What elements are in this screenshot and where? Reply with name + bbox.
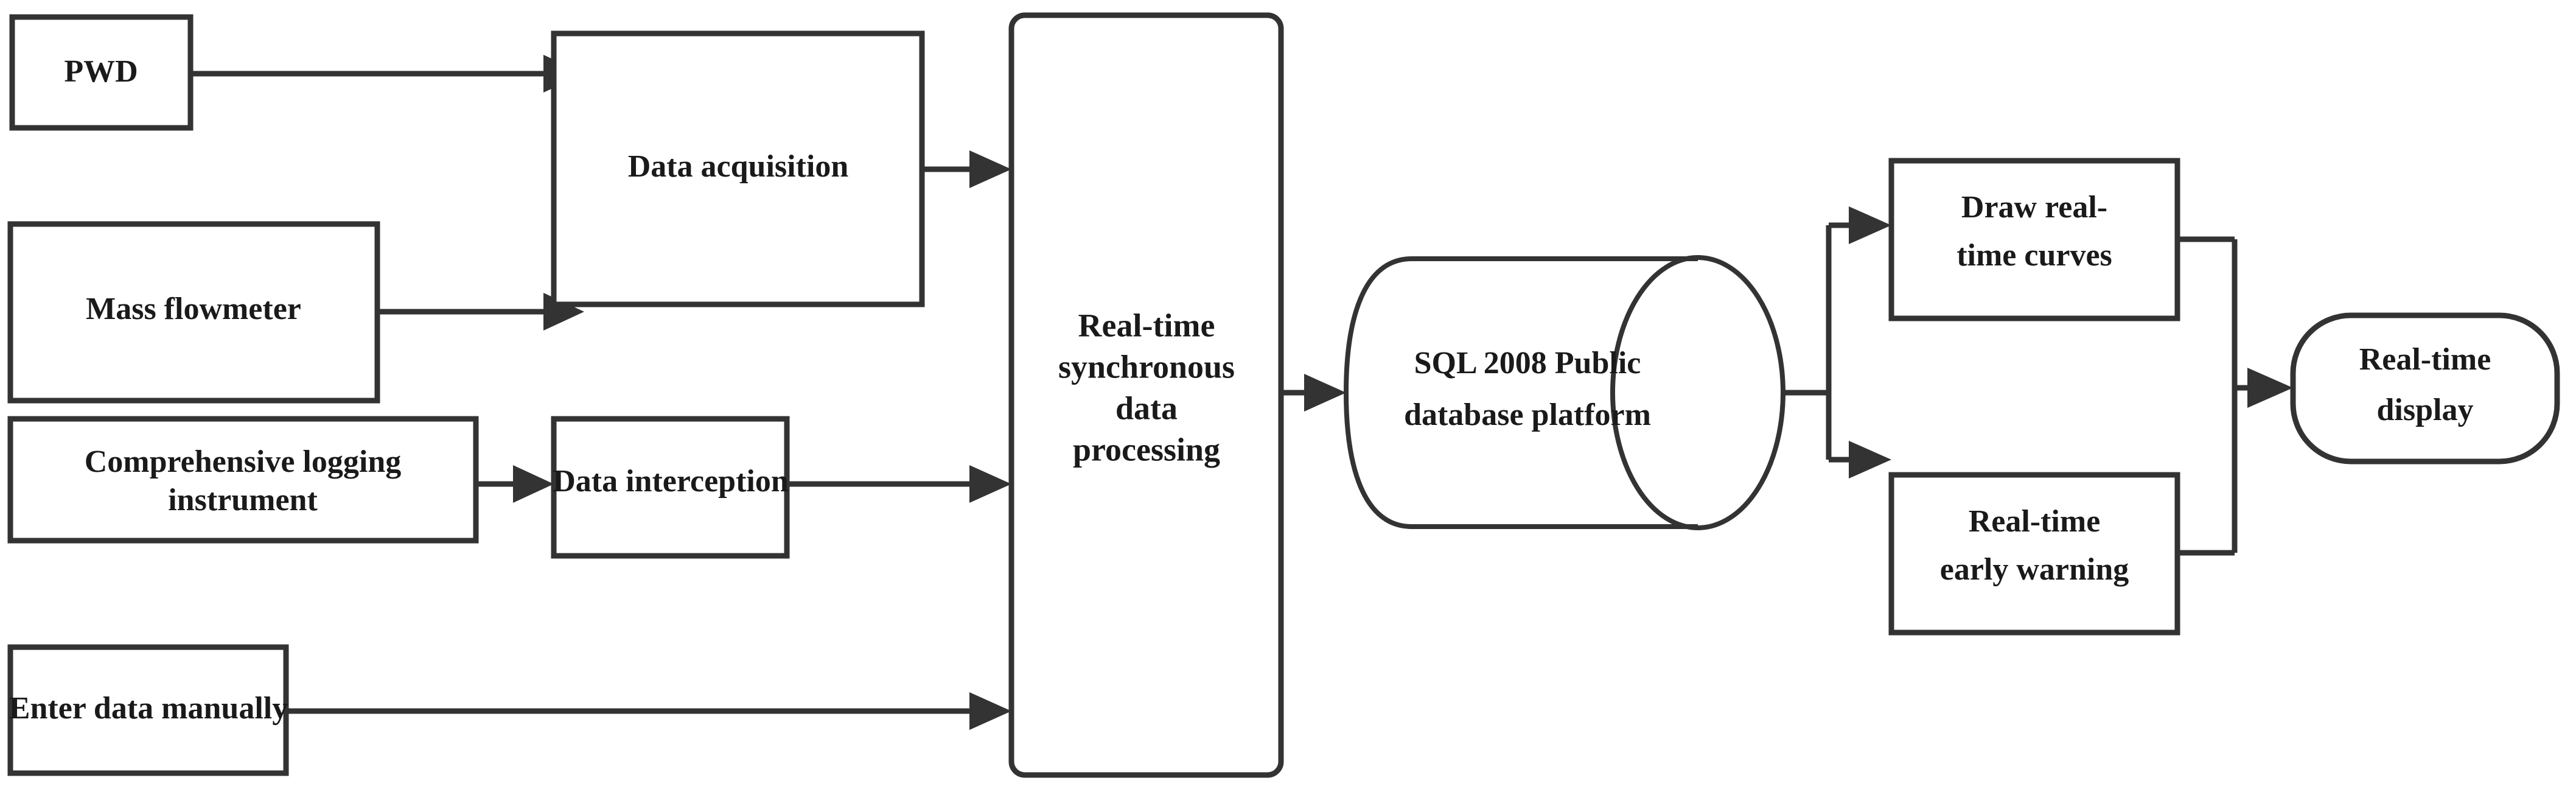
node-early-warning-label-line2: early warning [1940,552,2129,587]
node-sql-database-label-line1: SQL 2008 Public [1414,346,1641,380]
node-draw-curves-label-line2: time curves [1956,238,2112,273]
node-realtime-early-warning[interactable]: Real-time early warning [1888,472,2180,636]
edge-merge-to-realtime-display [2232,239,2293,553]
node-sync-processing-label-line1: Real-time [1078,307,1215,343]
node-realtime-sync-processing[interactable]: Real-time synchronous data processing [1008,12,1284,778]
edge-data-acquisition-to-sync-processing [922,150,1011,188]
node-data-interception-label: Data interception [553,464,789,499]
edge-logging-instrument-to-data-interception [476,465,554,503]
edge-enter-data-manually-to-sync-processing [286,692,1011,730]
node-realtime-display-label-line1: Real-time [2359,342,2491,377]
node-sql-database[interactable]: SQL 2008 Public database platform [1343,255,1785,530]
node-pwd-label: PWD [64,54,138,89]
node-sync-processing-label-line3: data [1115,390,1178,426]
node-sql-database-label-line2: database platform [1404,398,1651,432]
node-logging-instrument-label-line2: instrument [168,483,318,517]
node-sync-processing-label-line2: synchronous [1058,348,1235,385]
node-mass-flowmeter-label: Mass flowmeter [86,292,301,326]
edge-split-to-draw-realtime-curves [1829,206,1891,244]
node-layer: PWD Mass flowmeter Comprehensive logging… [7,12,2560,778]
node-data-acquisition[interactable]: Data acquisition [551,30,925,307]
edge-sync-processing-to-sql-database [1281,374,1346,412]
node-early-warning-label-line1: Real-time [1969,504,2101,539]
edge-data-interception-to-sync-processing [787,465,1011,503]
node-draw-realtime-curves[interactable]: Draw real- time curves [1888,158,2180,321]
node-pwd[interactable]: PWD [9,14,194,131]
edge-pwd-to-data-acquisition [190,55,584,93]
node-enter-data-manually-label: Enter data manually [9,691,288,726]
node-enter-data-manually[interactable]: Enter data manually [7,644,289,776]
edge-sql-database-split [1783,225,1832,460]
node-sync-processing-label-line4: processing [1073,431,1220,468]
node-data-acquisition-label: Data acquisition [628,149,849,184]
node-realtime-display[interactable]: Real-time display [2290,312,2560,465]
node-logging-instrument-label-line1: Comprehensive logging [85,444,402,479]
node-realtime-display-label-line2: display [2377,393,2474,427]
edge-split-to-realtime-early-warning [1829,441,1891,479]
node-draw-curves-label-line1: Draw real- [1961,190,2107,225]
node-data-interception[interactable]: Data interception [551,416,790,559]
edge-layer [190,55,2293,730]
node-mass-flowmeter[interactable]: Mass flowmeter [7,221,380,404]
node-comprehensive-logging-instrument[interactable]: Comprehensive logging instrument [7,416,479,544]
